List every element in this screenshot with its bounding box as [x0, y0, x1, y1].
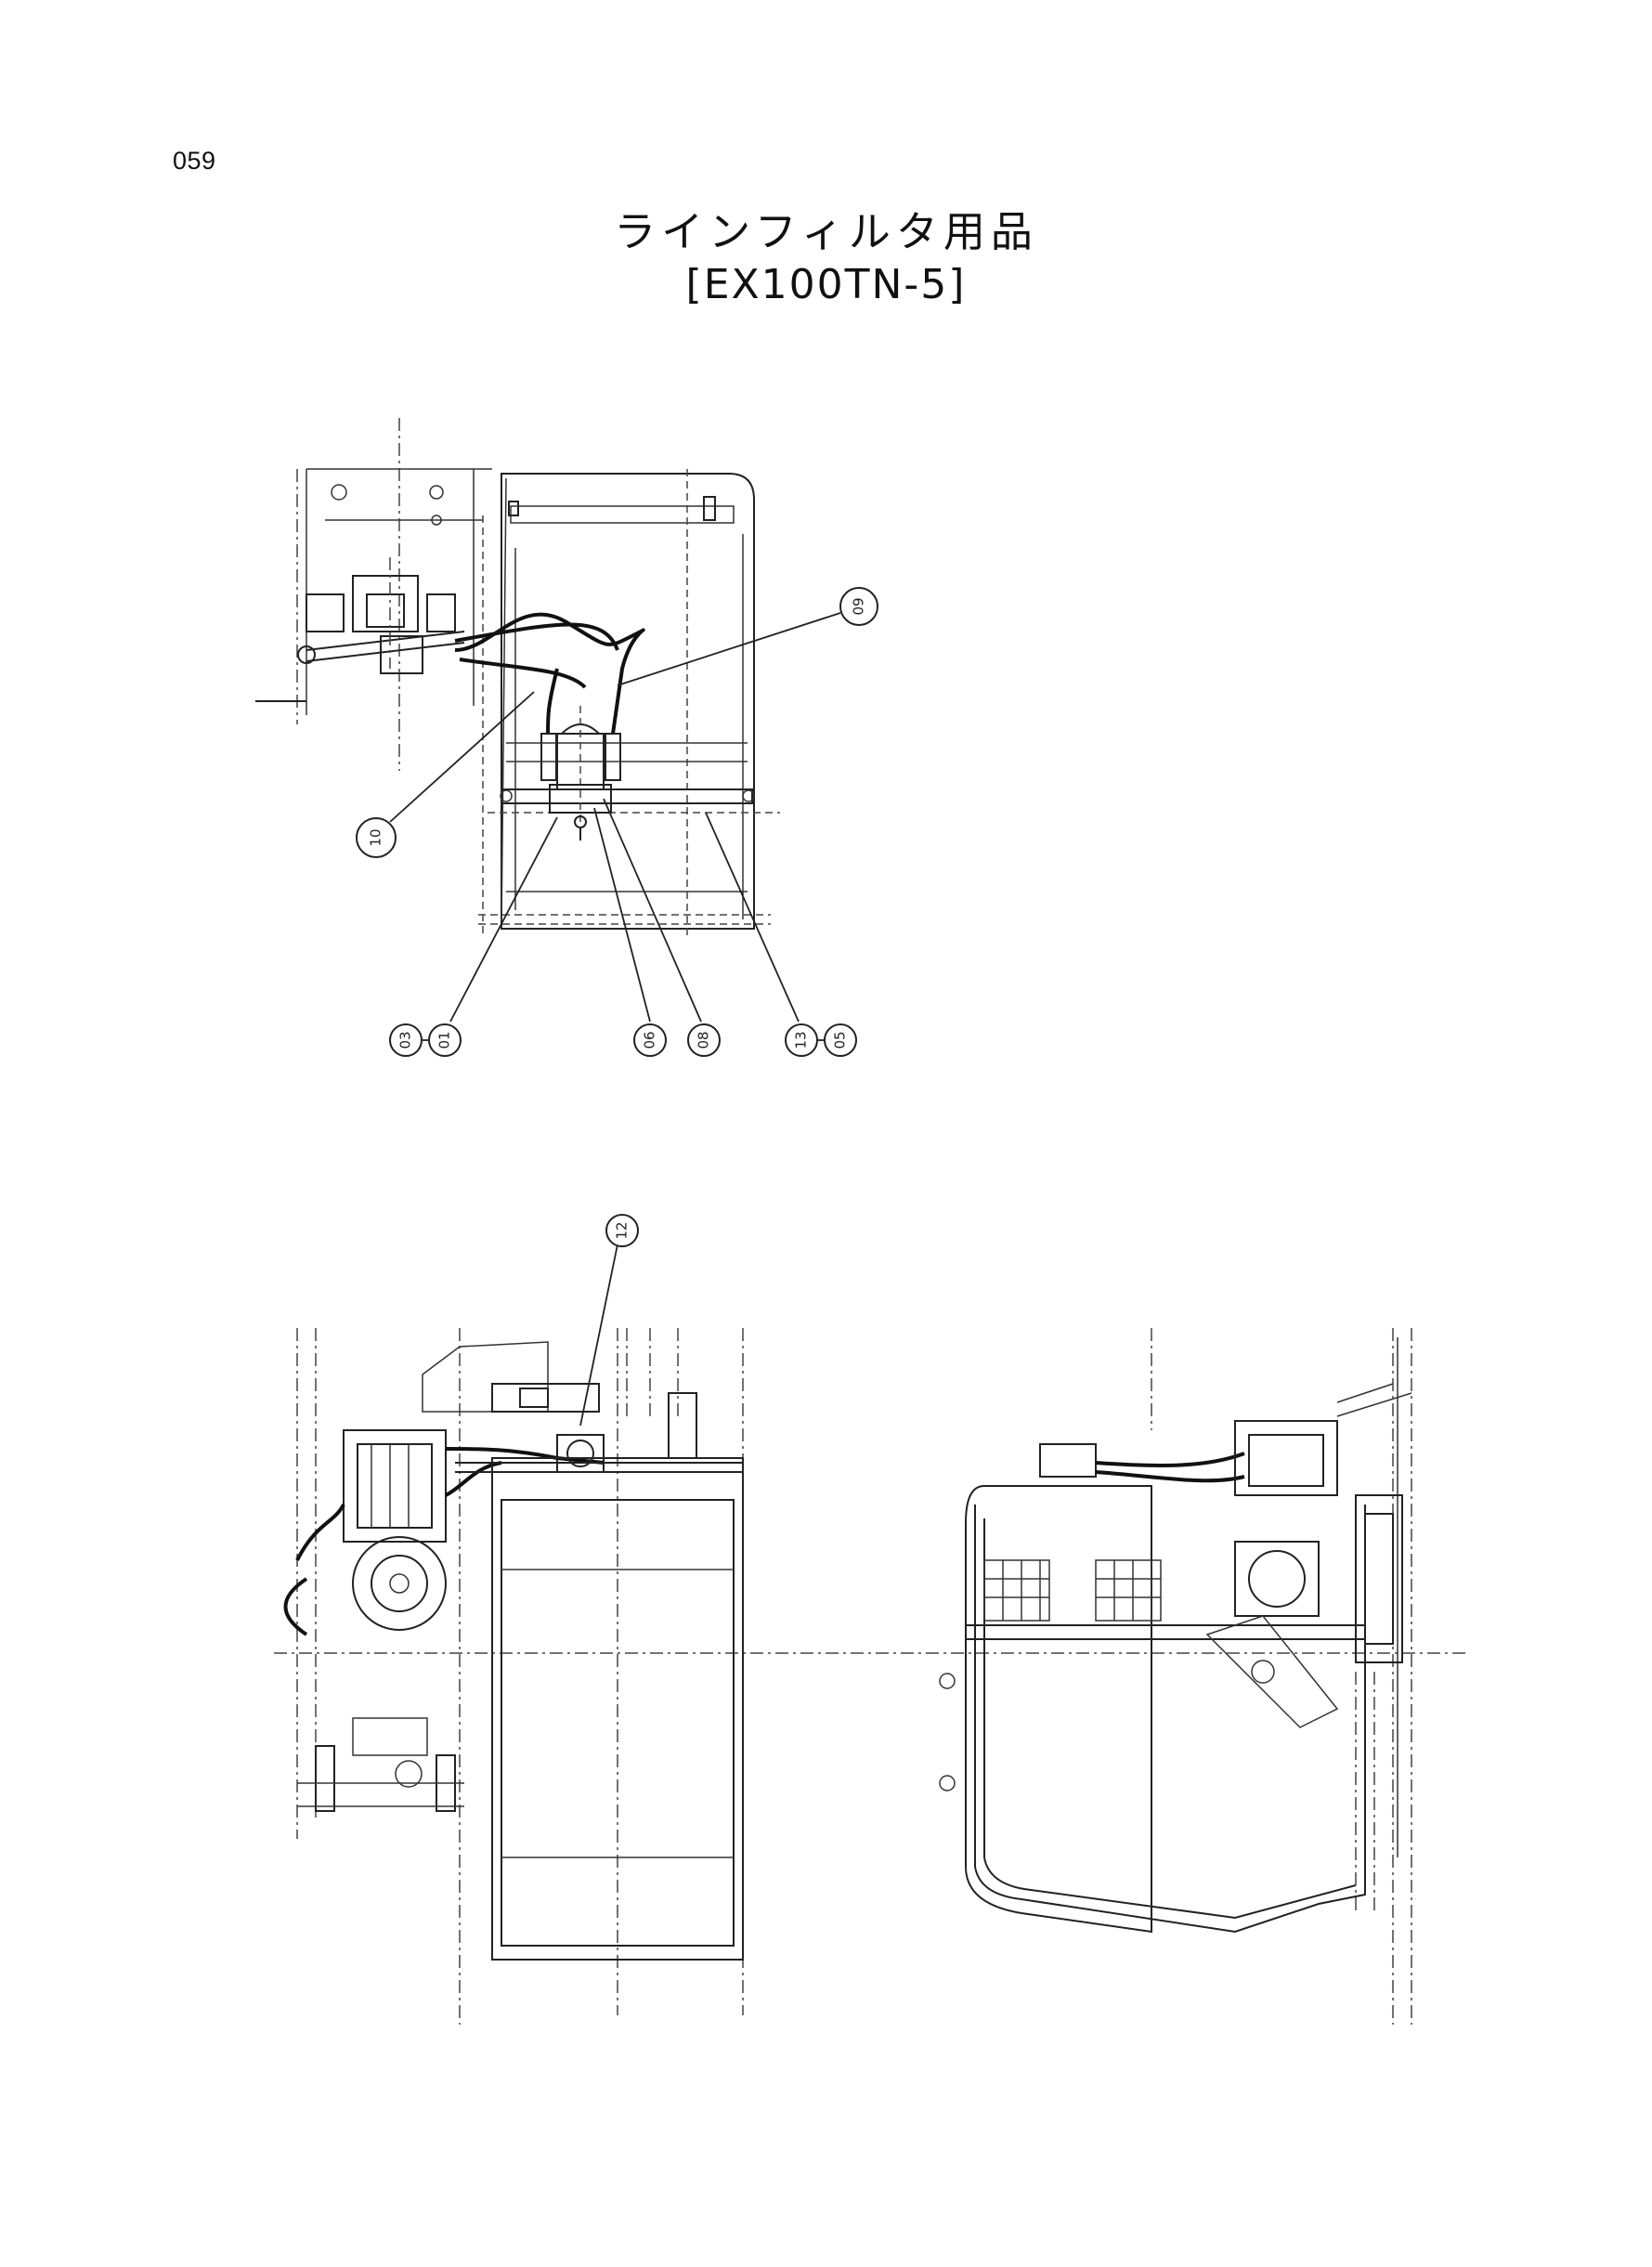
callout-09: 09	[839, 587, 878, 626]
callout-06: 06	[633, 1023, 667, 1057]
svg-text:10: 10	[368, 828, 384, 846]
svg-text:12: 12	[614, 1221, 631, 1239]
callout-03: 03	[389, 1023, 423, 1057]
page-number: 059	[173, 147, 216, 175]
svg-text:09: 09	[851, 597, 867, 615]
callout-10: 10	[356, 817, 397, 858]
callout-08: 08	[687, 1023, 721, 1057]
callout-13: 13	[785, 1023, 818, 1057]
svg-text:13: 13	[793, 1031, 810, 1049]
title-block: ラインフィルタ用品 [EX100TN-5]	[0, 206, 1652, 312]
title-model: [EX100TN-5]	[685, 261, 967, 308]
svg-text:05: 05	[832, 1031, 849, 1049]
callout-01: 01	[428, 1023, 462, 1057]
svg-text:08: 08	[696, 1031, 712, 1049]
plan-view-drawing	[274, 1328, 1467, 2025]
title-japanese: ラインフィルタ用品	[614, 207, 1038, 256]
callout-05: 05	[824, 1023, 857, 1057]
top-view-callouts: 09 10 03 01 06 08 13	[356, 587, 878, 1057]
side-view-drawing	[939, 1328, 1412, 2025]
svg-text:06: 06	[642, 1031, 658, 1049]
top-view-drawing	[255, 418, 780, 938]
svg-text:01: 01	[436, 1031, 453, 1049]
svg-text:03: 03	[397, 1031, 414, 1049]
plan-view-callouts: 12	[579, 1214, 639, 1427]
callout-12: 12	[605, 1214, 639, 1247]
